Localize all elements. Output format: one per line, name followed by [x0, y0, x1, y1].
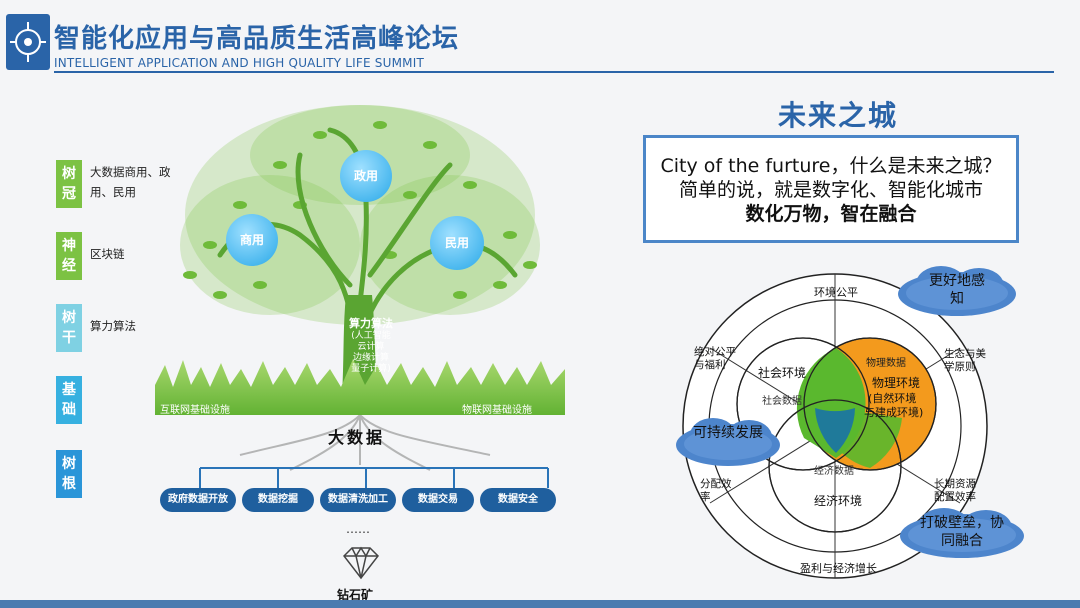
label-profit-growth: 盈利与经济增长 — [800, 562, 877, 575]
cloud-better-sensing: 更好地感知 — [898, 266, 1016, 316]
grass-label-left: 互联网基础设施 — [160, 405, 230, 416]
legend-badge-nerve: 神经 — [56, 232, 82, 280]
bubble-commercial: 商用 — [226, 214, 278, 266]
cloud-text-sensing: 更好地感知 — [929, 273, 985, 307]
ellipsis: …… — [346, 522, 370, 536]
grass-label-right: 物联网基础设施 — [462, 405, 532, 416]
grass-band — [155, 359, 565, 415]
legend-text-trunk: 算力算法 — [90, 319, 136, 333]
tree-graphic — [180, 105, 540, 415]
label-long-term-efficiency: 长期资源配置效率 — [934, 478, 976, 503]
right-title: 未来之城 — [778, 99, 899, 132]
info-box: City of the furture，什么是未来之城？ 简单的说，就是数字化、… — [643, 135, 1019, 243]
label-social-data: 社会数据 — [762, 396, 802, 407]
diamond-icon — [343, 546, 379, 580]
trunk-sub: (人工智能 云计算 边缘计算 量子计算) — [340, 331, 402, 375]
venn-graphic — [682, 273, 988, 579]
trunk-sub-4: 量子计算) — [351, 364, 391, 374]
root-data-mining: 数据挖掘 — [242, 488, 314, 512]
tree-roots — [239, 415, 491, 471]
label-economic-env: 经济环境 — [814, 494, 863, 508]
info-line-1: City of the furture，什么是未来之城？ — [660, 155, 1002, 177]
label-economic-data: 经济数据 — [814, 466, 854, 477]
label-physical-data: 物理数据 — [866, 358, 906, 369]
diamond-label: 钻石矿 — [337, 588, 374, 602]
trunk-sub-1: (人工智能 — [351, 331, 391, 341]
root-data-cleaning: 数据清洗加工 — [320, 488, 396, 512]
root-gov-open-data: 政府数据开放 — [160, 488, 236, 512]
legend-badge-base: 基础 — [56, 376, 82, 424]
cloud-sustainable: 可持续发展 — [676, 418, 780, 466]
trunk-sub-3: 边缘计算 — [352, 353, 389, 363]
info-line-3: 数化万物，智在融合 — [745, 203, 917, 225]
header: 智能化应用与高品质生活高峰论坛 INTELLIGENT APPLICATION … — [0, 0, 1080, 76]
trunk-title: 算力算法 — [349, 317, 393, 330]
legend-badge-trunk: 树干 — [56, 304, 82, 352]
cloud-text-sustainable: 可持续发展 — [693, 425, 763, 441]
label-ecology-aesthetics: 生态与美学原则 — [944, 348, 986, 373]
label-fairness-welfare: 绝对公平与福利 — [694, 346, 736, 371]
root-data-trading: 数据交易 — [402, 488, 474, 512]
big-data-label: 大数据 — [328, 428, 386, 447]
label-physical-sub1: (自然环境 — [868, 392, 917, 405]
page-subtitle: INTELLIGENT APPLICATION AND HIGH QUALITY… — [54, 56, 424, 70]
root-data-security: 数据安全 — [480, 488, 556, 512]
label-distribution-efficiency: 分配效率 — [700, 478, 732, 503]
cloud-text-barriers: 打破壁垒，协同融合 — [920, 515, 1004, 549]
label-physical-sub2: 与建成环境) — [864, 406, 924, 419]
label-social-env: 社会环境 — [758, 366, 807, 380]
legend-badge-root: 树根 — [56, 450, 82, 498]
page-title: 智能化应用与高品质生活高峰论坛 — [54, 24, 460, 54]
bubble-government: 政用 — [340, 150, 392, 202]
legend-text-nerve: 区块链 — [90, 247, 125, 261]
trunk-sub-2: 云计算 — [357, 342, 385, 352]
cloud-break-barriers: 打破壁垒，协同融合 — [900, 508, 1024, 558]
bubble-civilian: 民用 — [430, 216, 484, 270]
legend-text-crown: 大数据商用、政用、民用 — [90, 165, 171, 199]
label-env-fairness: 环境公平 — [814, 286, 858, 299]
logo — [6, 14, 50, 70]
info-line-2: 简单的说，就是数字化、智能化城市 — [678, 179, 983, 201]
root-connector — [199, 467, 549, 488]
label-physical-env: 物理环境 — [872, 376, 921, 390]
header-divider — [54, 71, 1054, 73]
bottom-bar — [0, 600, 1080, 608]
legend-badge-crown: 树冠 — [56, 160, 82, 208]
